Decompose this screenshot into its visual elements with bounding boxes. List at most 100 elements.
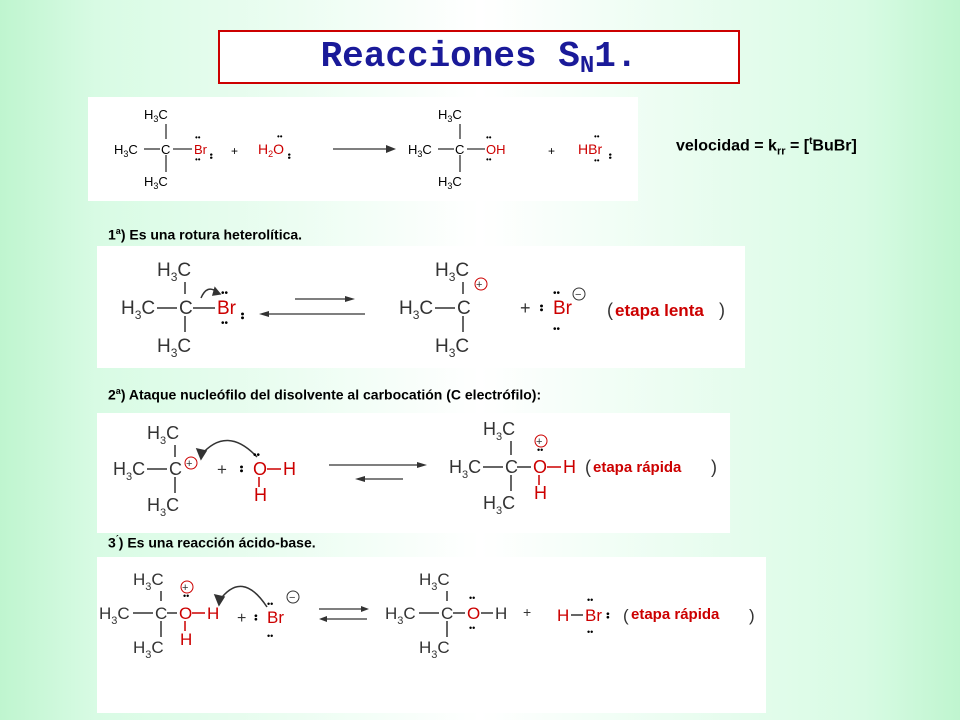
svg-text:H3C: H3C (419, 570, 450, 593)
step-2-panel: H3C H3C H3C C + + O •• •• H H (97, 413, 730, 533)
svg-text:C: C (457, 298, 471, 319)
positive-charge (180, 580, 194, 594)
tbubr-step1: H3C H3C H3C C Br •• •• •• (121, 260, 248, 360)
svg-text:C: C (161, 142, 170, 157)
equilibrium-arrows (259, 296, 365, 317)
step1-bonds (157, 282, 222, 332)
svg-text:): ) (711, 457, 717, 477)
step-1-svg: H3C H3C H3C C Br •• •• •• H3C H3C H3C C (121, 260, 725, 360)
hydrogen-bromide: H Br •• •• •• (557, 595, 613, 637)
svg-text:H: H (495, 604, 507, 623)
svg-text:Br: Br (585, 606, 602, 625)
tert-butanol: H3C H3C H3C C O H •• •• (385, 570, 507, 661)
svg-text:H3C: H3C (399, 298, 433, 322)
water-molecule: H2O •• •• (258, 132, 294, 159)
svg-text:H3C: H3C (147, 495, 179, 519)
svg-text:••: •• (236, 312, 248, 320)
svg-text:H3C: H3C (419, 638, 450, 661)
svg-text:••: •• (535, 304, 547, 312)
svg-text:+: + (186, 458, 192, 470)
step-2-caption: 2a) Ataque nucleófilo del disolvente al … (108, 386, 542, 403)
svg-text:••: •• (594, 132, 600, 141)
svg-text:H3C: H3C (435, 336, 469, 360)
svg-text:H: H (534, 483, 547, 503)
svg-text:C: C (455, 142, 464, 157)
svg-text:H2O: H2O (258, 141, 284, 159)
svg-text:+: + (476, 279, 482, 291)
svg-text:): ) (749, 606, 755, 625)
svg-text:H3C: H3C (385, 604, 416, 627)
fast-step-label: etapa rápida (593, 459, 682, 476)
svg-text:H3C: H3C (113, 459, 145, 483)
oxonium-step3: H3C H3C H3C C O H H (99, 570, 219, 661)
rate-law: velocidad = krr = [tBuBr] (676, 136, 857, 158)
overall-reaction-svg: H3C H3C H3C C Br •• •• •• + H2O •• •• H3… (114, 107, 615, 191)
curved-arrow (200, 439, 258, 458)
svg-text:••: •• (183, 591, 189, 601)
svg-text:C: C (505, 457, 518, 477)
bromide-base: Br •• •• •• − (250, 590, 300, 641)
svg-text:H: H (254, 485, 267, 505)
tbuoh-molecule: H3C H3C H3C C OH •• •• (408, 107, 506, 191)
plus-sign: + (548, 144, 555, 158)
svg-text:Br: Br (553, 298, 573, 319)
equilibrium-arrows (329, 462, 427, 482)
tbubr-bonds (144, 124, 192, 172)
positive-charge (534, 434, 548, 448)
svg-text:H3C: H3C (133, 570, 164, 593)
svg-text:••: •• (469, 593, 475, 603)
bromine-atom: Br (194, 142, 208, 157)
step2-bonds (147, 439, 258, 493)
positive-charge (184, 456, 198, 470)
svg-text:H3C: H3C (435, 260, 469, 284)
hbr-molecule: HBr •• •• •• (578, 132, 615, 165)
svg-text:(: ( (607, 300, 613, 320)
svg-text:H3C: H3C (144, 174, 168, 191)
step-1-panel: H3C H3C H3C C Br •• •• •• H3C H3C H3C C (97, 246, 745, 368)
reaction-arrow (333, 145, 396, 153)
svg-text:••: •• (195, 155, 201, 164)
svg-text:H3C: H3C (483, 419, 515, 443)
svg-text:H3C: H3C (438, 107, 462, 124)
svg-text:••: •• (602, 612, 613, 620)
svg-text:H3C: H3C (483, 493, 515, 517)
svg-text:H: H (207, 604, 219, 623)
svg-text:H3C: H3C (147, 423, 179, 447)
plus-sign: + (237, 610, 246, 627)
svg-text:••: •• (553, 288, 561, 299)
svg-text:••: •• (235, 465, 247, 473)
svg-text:••: •• (253, 450, 261, 461)
svg-text:••: •• (553, 324, 561, 335)
hydroxyl-group: OH (486, 142, 506, 157)
svg-text:••: •• (267, 631, 273, 641)
svg-text:H: H (557, 606, 569, 625)
carbocation: H3C H3C H3C C (399, 260, 471, 360)
svg-text:••: •• (277, 132, 283, 141)
title-main: Reacciones S (320, 36, 580, 77)
plus-sign: + (231, 144, 238, 158)
svg-text:): ) (719, 300, 725, 320)
svg-text:H: H (283, 459, 296, 479)
svg-text:HBr: HBr (578, 141, 602, 157)
svg-text:H3C: H3C (449, 457, 481, 481)
svg-text:H3C: H3C (157, 336, 191, 360)
svg-text:H3C: H3C (133, 638, 164, 661)
tbubr-molecule: H3C H3C H3C C Br •• •• •• (114, 107, 216, 191)
svg-text:H3C: H3C (408, 142, 432, 159)
svg-text:(: ( (585, 457, 591, 477)
overall-reaction-panel: H3C H3C H3C C Br •• •• •• + H2O •• •• H3… (88, 97, 638, 201)
bromide-ion: Br •• •• •• − (535, 287, 586, 335)
svg-text:••: •• (206, 153, 216, 159)
svg-text:C: C (169, 459, 182, 479)
plus-sign: + (520, 298, 531, 318)
step-3-svg: H3C H3C H3C C O H H + •• + Br •• •• •• − (99, 570, 755, 661)
svg-text:••: •• (221, 288, 229, 299)
svg-text:−: − (575, 289, 581, 301)
svg-text:H3C: H3C (114, 142, 138, 159)
svg-text:H3C: H3C (438, 174, 462, 191)
svg-text:H: H (180, 630, 192, 649)
svg-text:••: •• (250, 614, 261, 622)
svg-text:••: •• (195, 133, 201, 142)
svg-text:H: H (563, 457, 576, 477)
step-1-caption: 1a) Es una rotura heterolítica. (108, 226, 303, 243)
